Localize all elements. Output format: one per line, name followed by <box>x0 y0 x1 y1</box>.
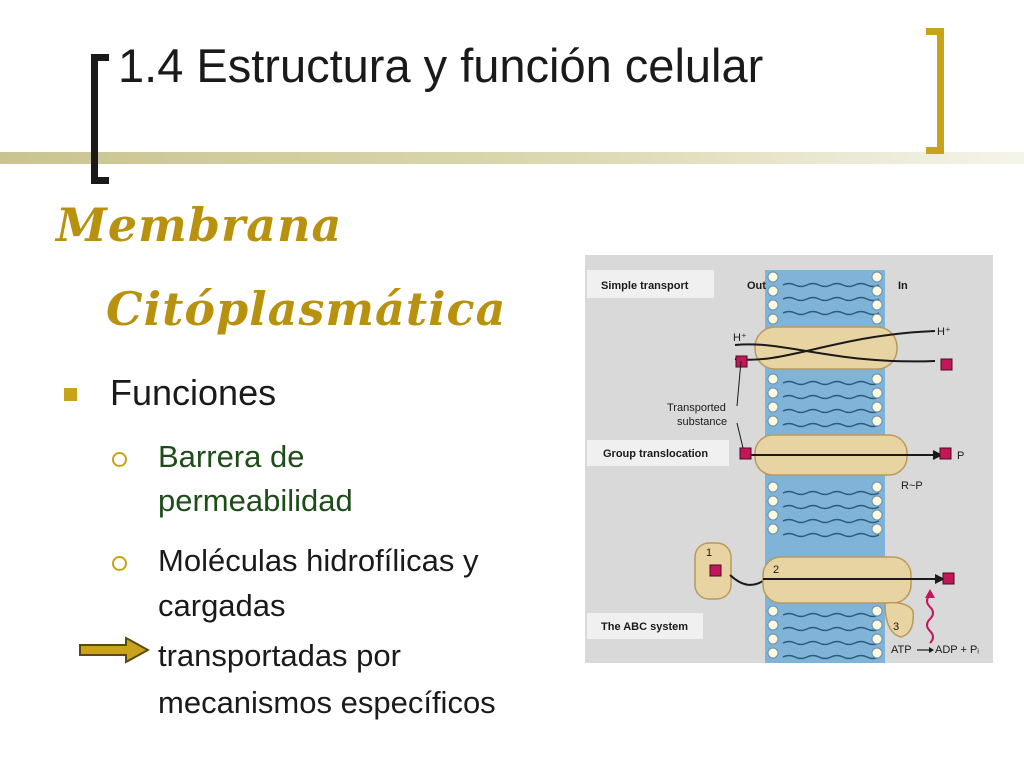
arrow-right-icon <box>79 636 150 664</box>
membrane-transport-figure: Simple transport Out In H⁺ H⁺ Transporte… <box>585 255 993 663</box>
step-2-label: 2 <box>773 564 779 576</box>
sub-bullet-circle-icon <box>112 452 127 467</box>
subtitle-line-1: Membrana <box>56 198 343 252</box>
sub-bullet-moleculas-line3: transportadas por <box>158 638 401 673</box>
group-translocation-label: Group translocation <box>603 448 708 460</box>
left-bracket-decoration <box>91 54 109 184</box>
sub-bullet-circle-icon <box>112 556 127 571</box>
out-label: Out <box>747 280 766 292</box>
h-plus-left-label: H⁺ <box>733 332 747 344</box>
bullet-square-icon <box>64 388 77 401</box>
r-p-label: R~P <box>901 480 923 492</box>
bullet-funciones: Funciones <box>110 372 277 413</box>
step-1-label: 1 <box>706 547 712 559</box>
adp-pi-label: ADP + Pᵢ <box>935 644 979 656</box>
sub-bullet-moleculas-line1: Moléculas hidrofílicas y <box>158 543 479 578</box>
title-underline-band <box>0 152 1024 164</box>
right-bracket-decoration <box>926 28 944 154</box>
in-label: In <box>898 280 908 292</box>
abc-system-label: The ABC system <box>601 621 688 633</box>
sub-bullet-moleculas-line2: cargadas <box>158 588 286 623</box>
sub-bullet-barrera-line1: Barrera de <box>158 439 305 474</box>
membrane-transport-diagram: Simple transport Out In H⁺ H⁺ Transporte… <box>587 270 979 663</box>
subtitle-line-2: Citóplasmática <box>106 282 507 336</box>
page-title: 1.4 Estructura y función celular <box>118 39 764 92</box>
step-3-label: 3 <box>893 621 899 633</box>
atp-label: ATP <box>891 644 912 656</box>
substance-label: substance <box>677 416 727 428</box>
phosphate-label: P <box>957 450 964 462</box>
transported-label: Transported <box>667 402 726 414</box>
simple-transport-label: Simple transport <box>601 280 689 292</box>
sub-bullet-moleculas-line4: mecanismos específicos <box>158 685 496 720</box>
h-plus-right-label: H⁺ <box>937 326 951 338</box>
sub-bullet-barrera-line2: permeabilidad <box>158 483 353 518</box>
